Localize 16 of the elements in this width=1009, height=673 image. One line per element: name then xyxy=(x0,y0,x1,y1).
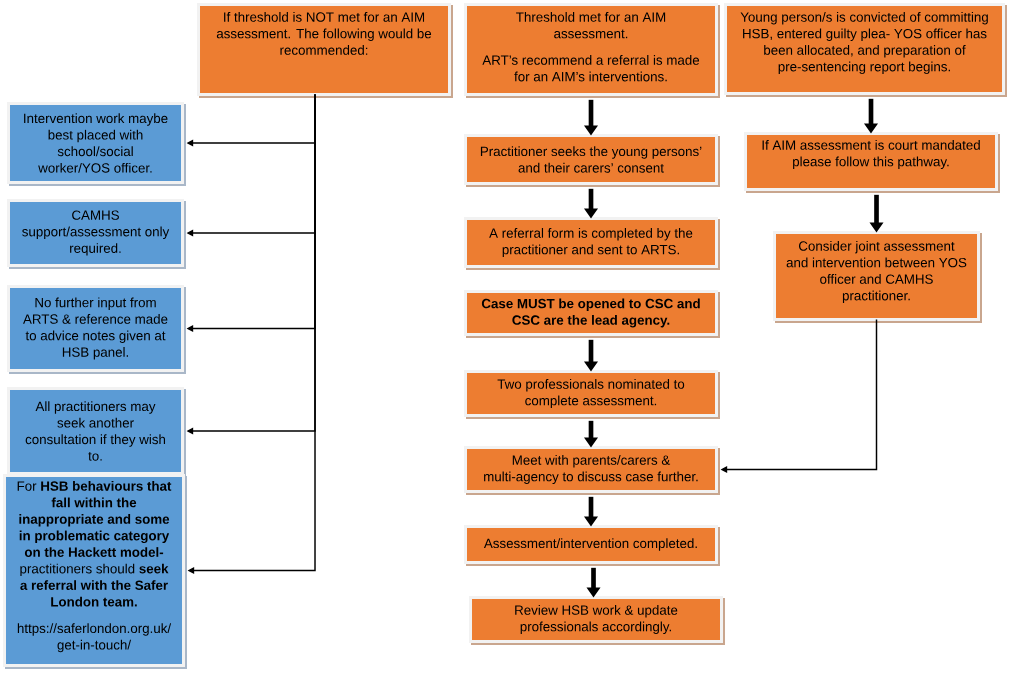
process-box: A referral form is completed by the practitioner and sent to ARTS. xyxy=(464,217,720,270)
process-box: Assessment/intervention completed. xyxy=(464,525,720,566)
process-box: Review HSB work & update professionals accordingly. xyxy=(469,596,725,645)
info-box: All practitioners may seek another consultation if they wish to. xyxy=(7,387,186,477)
process-box: Case MUST be opened to CSC and CSC are the lead agency. xyxy=(464,290,720,338)
process-box: If threshold is NOT met for an AIM assessment. The following would be recommended: xyxy=(197,3,453,98)
process-box: If AIM assessment is court mandated please follow this pathway. xyxy=(744,132,1000,193)
process-box: Consider joint assessment and intervention between YOS officer and CAMHS practitioner. xyxy=(773,231,982,323)
info-box: Intervention work maybe best placed with school/social worker/YOS officer. xyxy=(7,102,186,186)
process-box: Two professionals nominated to complete assessment. xyxy=(464,370,720,419)
info-box: CAMHS support/assessment only required. xyxy=(7,199,186,269)
process-box: Young person/s is convicted of committing HSB, entered guilty plea- YOS officer has been allocated, and preparation of pre-sentencing report begins. xyxy=(724,3,1007,97)
info-box: No further input from ARTS & reference made to advice notes given at HSB panel. xyxy=(7,285,186,374)
process-box: Meet with parents/carers & multi-agency to discuss case further. xyxy=(464,446,720,495)
process-box: Threshold met for an AIM assessment. ART’s recommend a referral is made for an AIM’s interventions. xyxy=(464,3,720,98)
process-box: Practitioner seeks the young persons’ and their carers’ consent xyxy=(464,134,720,187)
